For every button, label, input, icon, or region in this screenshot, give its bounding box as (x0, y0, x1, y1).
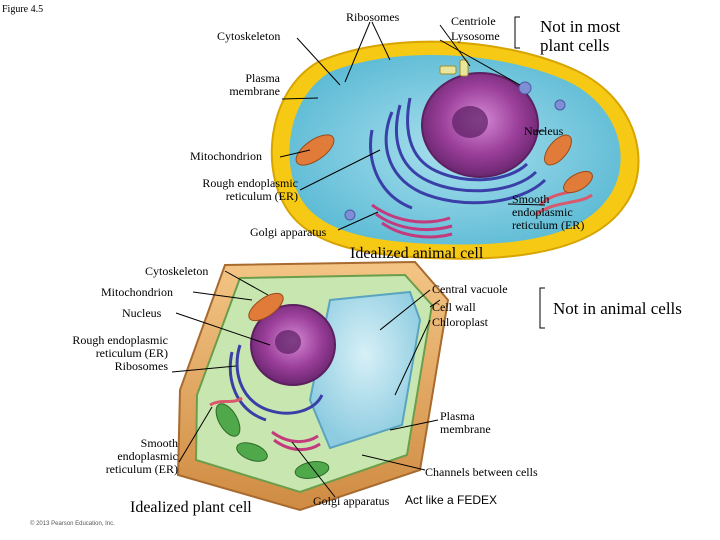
animal-cell-illustration (270, 40, 640, 260)
animal-label-ribosomes: Ribosomes (346, 10, 400, 24)
plant-cell-illustration (176, 260, 450, 512)
plant-label-cytoskeleton: Cytoskeleton (145, 264, 209, 278)
animal-label-nucleus: Nucleus (524, 124, 564, 138)
plant-golgi-shape (271, 430, 321, 451)
plant-note-act-like-fedex: Act like a FEDEX (405, 493, 498, 507)
animal-label-centriole: Centriole (451, 14, 496, 28)
plant-label-golgi: Golgi apparatus (313, 494, 390, 508)
animal-centrioles (439, 59, 469, 77)
plant-label-rough-er-ribosomes: Rough endoplasmic reticulum (ER) Ribosom… (72, 333, 168, 373)
animal-note-not-in-most-plant-cells: Not in most plant cells (540, 17, 621, 55)
animal-rough-er-shape (369, 97, 547, 210)
animal-label-plasma-membrane: Plasma membrane (229, 71, 280, 98)
animal-label-lysosome: Lysosome (451, 29, 500, 43)
plant-label-smooth-er: Smooth endoplasmic reticulum (ER) (105, 436, 178, 476)
animal-vesicles (344, 81, 566, 221)
plant-mitochondrion-shape (248, 292, 284, 322)
animal-label-rough-er: Rough endoplasmic reticulum (ER) (202, 176, 298, 203)
animal-golgi-shape (371, 203, 453, 239)
plant-label-cell-wall: Cell wall (432, 300, 476, 314)
plant-rough-er-shape (228, 344, 324, 422)
plant-label-chloroplast: Chloroplast (432, 315, 488, 329)
plant-label-central-vacuole: Central vacuole (432, 282, 508, 296)
plant-label-plasma-membrane: Plasma membrane (440, 409, 491, 436)
animal-label-golgi: Golgi apparatus (250, 225, 327, 239)
figure-label: Figure 4.5 (2, 4, 44, 15)
plant-central-vacuole-shape (308, 290, 422, 450)
animal-label-cytoskeleton: Cytoskeleton (217, 29, 281, 43)
plant-label-channels-between-cells: Channels between cells (425, 465, 538, 479)
plant-label-mitochondrion: Mitochondrion (101, 285, 173, 299)
leader-lines (171, 16, 546, 498)
plant-label-nucleus: Nucleus (122, 306, 162, 320)
animal-mitochondria-shapes (295, 134, 593, 194)
plant-note-not-in-animal-cells: Not in animal cells (553, 299, 682, 318)
animal-label-smooth-er: Smooth endoplasmic reticulum (ER) (512, 192, 585, 232)
animal-label-mitochondrion: Mitochondrion (190, 149, 262, 163)
copyright-notice: © 2013 Pearson Education, Inc. (30, 521, 115, 527)
animal-cell-caption: Idealized animal cell (350, 245, 484, 262)
plant-smooth-er-shape (209, 396, 243, 407)
plant-chloroplast-shapes (215, 403, 330, 479)
plant-cell-caption: Idealized plant cell (130, 499, 252, 516)
